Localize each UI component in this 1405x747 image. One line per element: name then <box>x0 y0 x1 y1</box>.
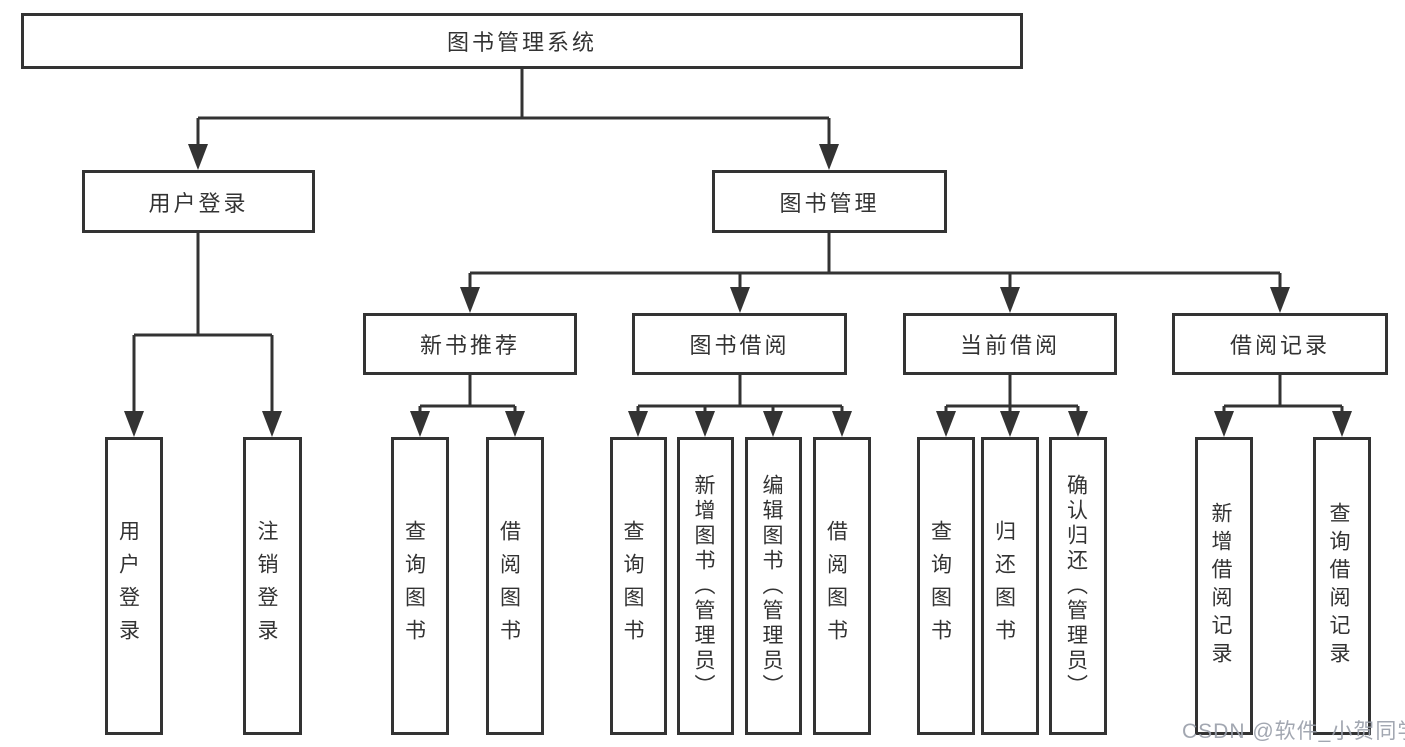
arrowheads-current-borrow-group <box>936 411 1088 437</box>
node-label: 图书管理系统 <box>446 30 597 55</box>
connector-new-books-group <box>418 375 517 413</box>
csdn-watermark: CSDN @软件_小贺同学 <box>1182 720 1405 743</box>
node-new-book-recommend: 新书推荐 <box>363 313 577 375</box>
node-label: 归还图书 <box>992 520 1016 652</box>
node-user-login: 用户登录 <box>82 170 315 233</box>
node-label: 查询图书 <box>928 520 952 652</box>
leaf-add-borrow-record: 新增借阅记录 <box>1195 437 1253 735</box>
node-label: 查询图书 <box>621 520 644 652</box>
leaf-return-books: 归还图书 <box>981 437 1039 735</box>
leaf-query-borrow-record: 查询借阅记录 <box>1313 437 1371 735</box>
connector-book-borrow-group <box>636 375 844 413</box>
node-label: 新书推荐 <box>419 333 520 358</box>
node-book-management: 图书管理 <box>712 170 947 233</box>
node-current-borrow: 当前借阅 <box>903 313 1117 375</box>
leaf-query-books-3: 查询图书 <box>917 437 975 735</box>
leaf-edit-books-admin: 编辑图书（管理员） <box>745 437 802 735</box>
node-label: 新增图书（管理员） <box>692 473 715 699</box>
node-label: 图书借阅 <box>689 333 790 358</box>
node-label: 用户登录 <box>116 520 140 652</box>
connector-current-borrow-group <box>944 375 1080 413</box>
node-label: 借阅图书 <box>497 520 521 652</box>
leaf-add-books-admin: 新增图书（管理员） <box>677 437 734 735</box>
arrowheads-book-borrow-group <box>628 411 852 437</box>
node-root-library-system: 图书管理系统 <box>21 13 1023 69</box>
node-book-borrow: 图书借阅 <box>632 313 847 375</box>
node-label: 确认归还（管理员） <box>1064 473 1088 699</box>
connector-user-login-group <box>132 233 274 413</box>
leaf-borrow-books-2: 借阅图书 <box>813 437 871 735</box>
node-label: 用户登录 <box>148 190 249 216</box>
connector-root-to-level2 <box>196 69 831 146</box>
node-label: 编辑图书（管理员） <box>760 473 783 699</box>
arrowheads-level3 <box>460 287 1290 313</box>
node-label: 新增借阅记录 <box>1209 502 1232 670</box>
node-label: 查询借阅记录 <box>1327 502 1350 670</box>
node-label: 借阅记录 <box>1229 333 1330 358</box>
node-label: 查询图书 <box>402 520 426 652</box>
arrowheads-user-login-group <box>124 411 282 437</box>
node-label: 注销登录 <box>255 520 278 652</box>
connector-borrow-records-group <box>1222 375 1344 413</box>
node-label: 图书管理 <box>779 190 880 216</box>
leaf-logout: 注销登录 <box>243 437 302 735</box>
node-borrow-records: 借阅记录 <box>1172 313 1388 375</box>
node-label: 借阅图书 <box>824 520 848 652</box>
leaf-query-books-1: 查询图书 <box>391 437 449 735</box>
leaf-borrow-books-1: 借阅图书 <box>486 437 544 735</box>
arrowheads-level2 <box>188 144 839 170</box>
arrowheads-new-books-group <box>410 411 525 437</box>
leaf-confirm-return-admin: 确认归还（管理员） <box>1049 437 1107 735</box>
leaf-user-login: 用户登录 <box>105 437 163 735</box>
node-label: 当前借阅 <box>959 333 1060 358</box>
connector-book-mgmt-to-level3 <box>468 233 1282 289</box>
arrowheads-borrow-records-group <box>1214 411 1352 437</box>
leaf-query-books-2: 查询图书 <box>610 437 667 735</box>
